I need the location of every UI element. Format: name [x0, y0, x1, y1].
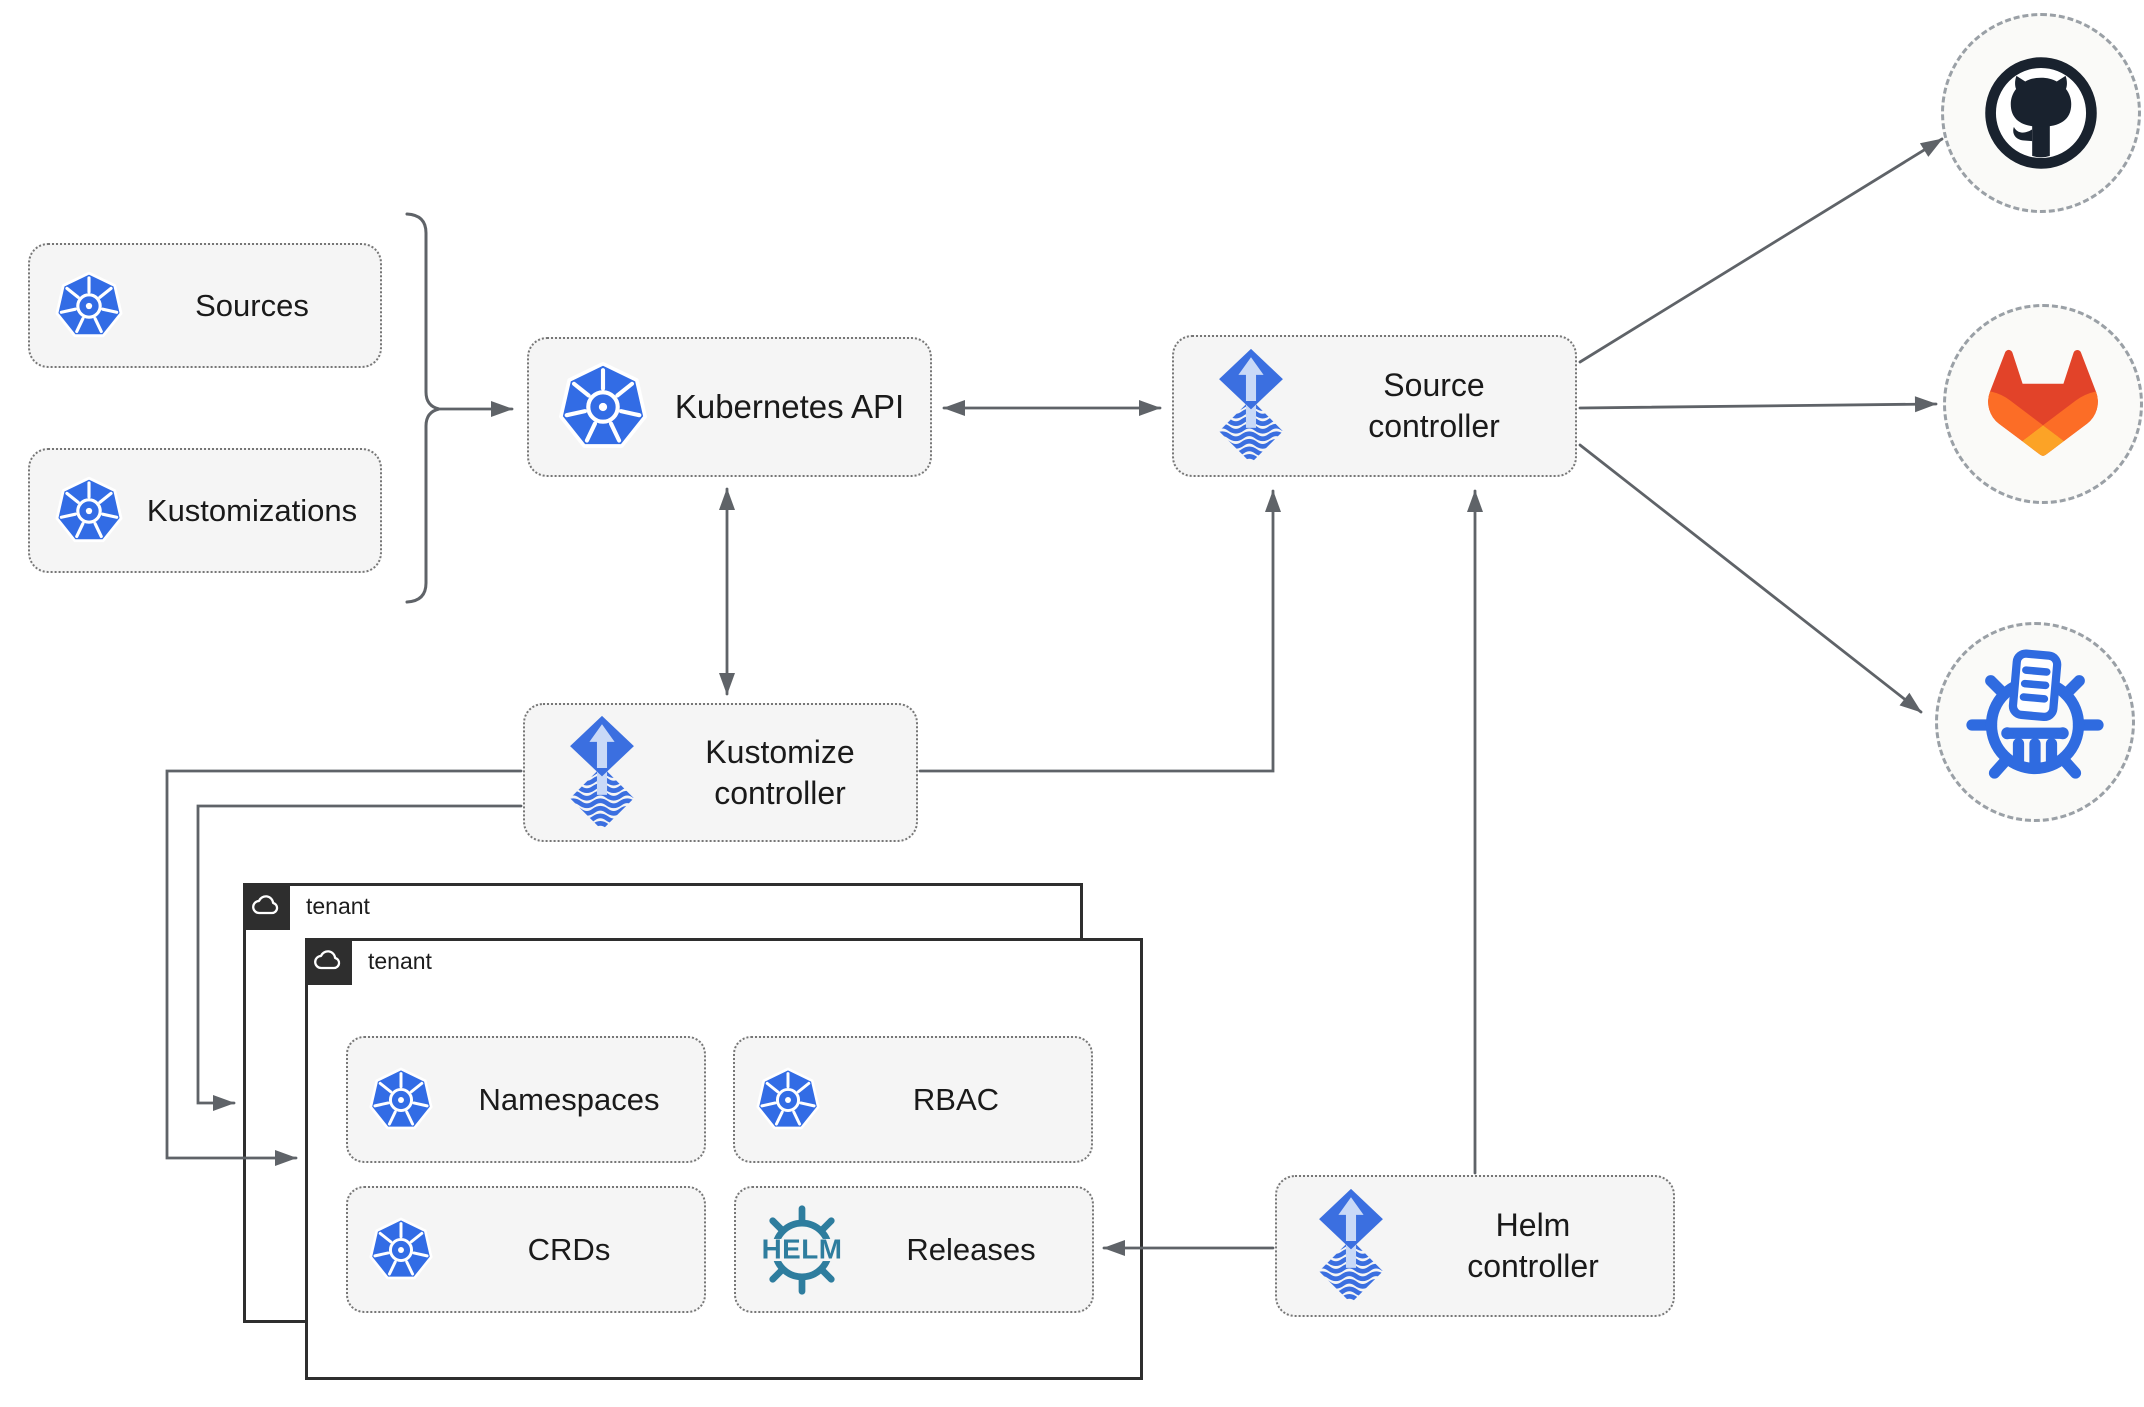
tenant-label: tenant — [368, 948, 432, 974]
helm-controller-line2: controller — [1467, 1248, 1599, 1284]
cloud-icon — [251, 894, 278, 914]
arrow-kustomize-to-source-controller — [918, 489, 1281, 773]
kustomizations-label: Kustomizations — [146, 492, 358, 528]
kubernetes-icon — [55, 476, 123, 542]
kubernetes-icon — [55, 271, 123, 337]
chartmuseum-icon — [1966, 649, 2104, 779]
kubernetes-icon — [369, 1216, 433, 1279]
arrow-source-controller-to-github — [1578, 137, 1944, 364]
releases-node: HELM Releases — [734, 1186, 1094, 1313]
helm-controller-node: Helm controller — [1275, 1175, 1675, 1317]
tenant-tab — [305, 938, 352, 985]
kubernetes-api-node: Kubernetes API — [527, 337, 932, 477]
crds-label: CRDs — [527, 1231, 611, 1267]
kustomize-controller-label: Kustomize controller — [644, 732, 916, 814]
namespaces-label: Namespaces — [478, 1081, 660, 1117]
source-controller-label: Source controller — [1293, 365, 1575, 447]
github-repository — [1941, 13, 2141, 213]
kustomize-controller-line1: Kustomize — [705, 733, 855, 770]
releases-label: Releases — [906, 1231, 1036, 1267]
tenant-box-inner: tenant Namespaces RBAC CRDs — [305, 938, 1143, 1380]
rbac-label: RBAC — [912, 1081, 1000, 1117]
sources-label: Sources — [195, 287, 309, 323]
kustomizations-node: Kustomizations — [28, 448, 382, 573]
source-controller-line1: Source — [1383, 367, 1485, 404]
arrow-source-controller-to-chart-repo — [1578, 443, 1923, 714]
helm-wordmark: HELM — [762, 1233, 843, 1264]
namespaces-node: Namespaces — [346, 1036, 706, 1163]
kustomize-controller-line2: controller — [714, 774, 846, 811]
arrow-source-controller-to-gitlab — [1578, 396, 1938, 413]
gitlab-repository — [1943, 304, 2143, 504]
tenant-tab — [243, 883, 290, 930]
rbac-node: RBAC — [733, 1036, 1093, 1163]
flux-icon — [1309, 1187, 1393, 1305]
kubernetes-icon — [557, 361, 649, 453]
kustomize-controller-node: Kustomize controller — [523, 703, 918, 842]
kubernetes-icon — [756, 1066, 820, 1129]
helm-chart-repository — [1935, 622, 2135, 822]
flux-icon — [560, 714, 644, 832]
gitlab-icon — [1988, 350, 2098, 456]
sources-group-brace — [405, 212, 440, 604]
tenant-label: tenant — [306, 893, 370, 919]
source-controller-node: Source controller — [1172, 335, 1577, 477]
kubernetes-icon — [369, 1066, 433, 1129]
helm-controller-label: Helm controller — [1393, 1205, 1673, 1287]
flux-icon — [1209, 347, 1293, 465]
sources-node: Sources — [28, 243, 382, 368]
helm-icon: HELM — [758, 1204, 846, 1295]
kubernetes-api-label: Kubernetes API — [674, 388, 905, 425]
github-icon — [1985, 57, 2097, 169]
cloud-icon — [313, 949, 340, 969]
crds-node: CRDs — [346, 1186, 706, 1313]
source-controller-line2: controller — [1368, 408, 1500, 444]
helm-controller-line1: Helm — [1495, 1207, 1571, 1244]
